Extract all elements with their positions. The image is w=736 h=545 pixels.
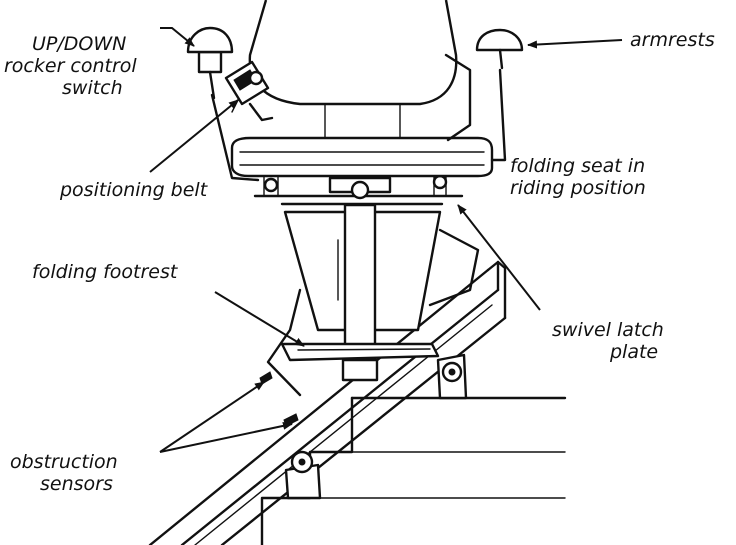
label-armrests: armrests	[630, 29, 715, 51]
leader-sensor-lower	[159, 421, 293, 453]
leader-sensor-upper	[159, 381, 265, 453]
leader-footrest	[214, 291, 305, 347]
label-updown-line3: switch	[62, 77, 123, 99]
label-swivel-line2: plate	[609, 341, 658, 363]
label-updown-line1: UP/DOWN	[32, 33, 126, 55]
label-swivel-line1: swivel latch	[552, 319, 664, 341]
rocker-control-switch	[224, 60, 270, 106]
positioning-belt	[231, 99, 274, 122]
swivel-latch-plate	[253, 171, 464, 206]
label-folding-seat-line2: riding position	[510, 177, 646, 199]
leader-armrests	[527, 39, 623, 49]
leader-updown	[160, 27, 195, 47]
leader-lines	[149, 27, 623, 453]
folding-seat	[210, 68, 507, 182]
label-obstruction-line1: obstruction	[10, 451, 118, 473]
label-folding-footrest: folding footrest	[32, 261, 179, 283]
leader-belt	[149, 99, 239, 173]
leader-swivel	[457, 204, 541, 311]
backrest	[248, 0, 472, 142]
folding-footrest	[280, 342, 440, 362]
left-armrest	[186, 26, 234, 100]
rail-bracket-upper	[436, 353, 468, 400]
obstruction-sensor-marks	[259, 371, 299, 427]
rail-bracket-lower	[284, 450, 322, 500]
label-obstruction-line2: sensors	[40, 473, 113, 495]
label-folding-seat-line1: folding seat in	[510, 155, 645, 177]
labels: UP/DOWN rocker control switch armrests p…	[4, 29, 715, 495]
right-armrest	[475, 28, 524, 70]
label-positioning-belt: positioning belt	[59, 179, 209, 201]
rail	[148, 260, 507, 545]
label-updown-line2: rocker control	[4, 55, 137, 77]
